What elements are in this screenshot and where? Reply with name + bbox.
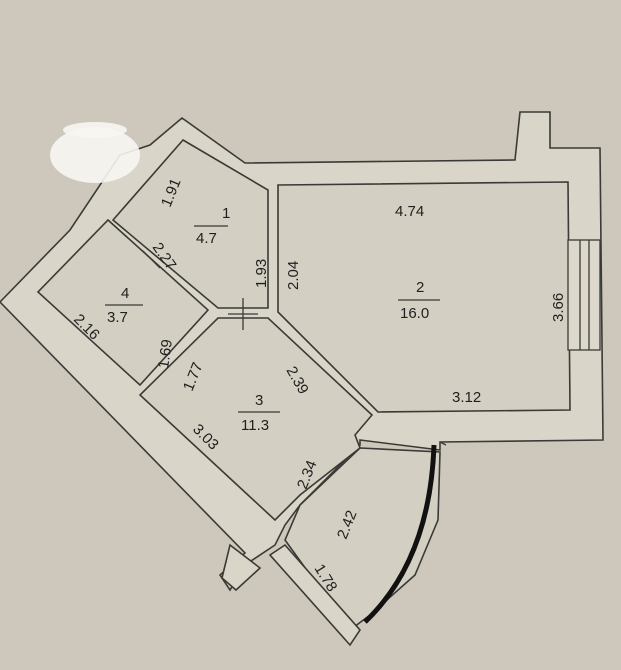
room-1-area: 4.7 [196,230,217,247]
room-2-number: 2 [416,279,424,296]
room-2-area: 16.0 [400,305,429,322]
photo-glare [50,127,140,183]
dim-room4-right: 1.69 [155,338,176,369]
window-right [567,239,601,351]
dim-room1-right-a: 1.93 [253,259,270,288]
dim-room2-bottom: 3.12 [452,389,481,406]
dim-room2-right: 3.66 [550,293,567,322]
room-4-area: 3.7 [107,309,128,326]
room-3-number: 3 [255,392,263,409]
balcony-wall-top [439,441,447,446]
room-1-number: 1 [222,205,230,222]
dim-room1-right-b: 2.04 [285,261,302,290]
room-3-area: 11.3 [241,417,269,434]
room-4 [36,218,210,387]
dim-room2-top: 4.74 [395,203,424,220]
balcony-glazing [363,444,437,624]
photo-glare-top [63,122,127,138]
room-2 [277,181,571,413]
entry-stub [221,543,262,592]
door-marker [142,250,161,269]
room-4-number: 4 [121,285,129,302]
balcony-wall-bottom [268,543,362,647]
